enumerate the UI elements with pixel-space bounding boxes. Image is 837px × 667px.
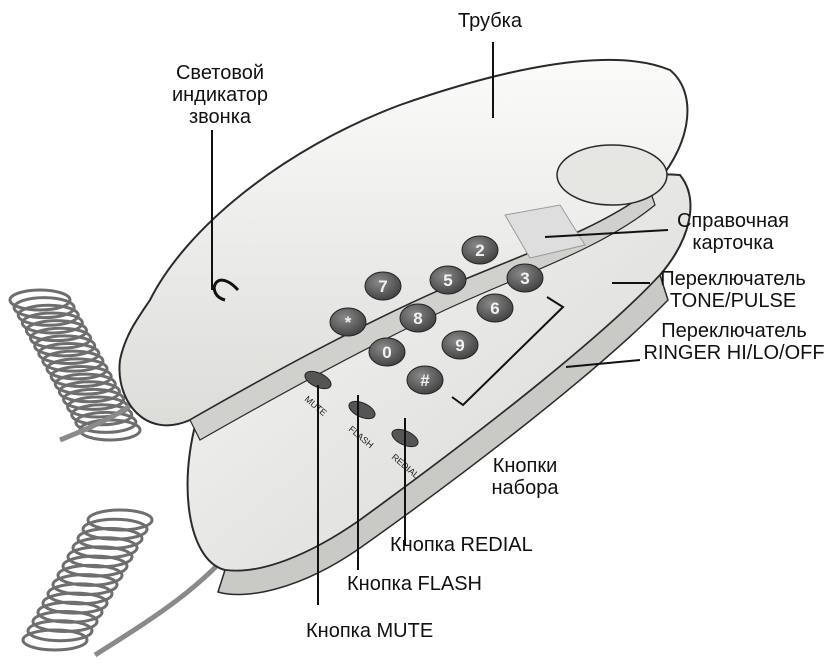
label-mute: Кнопка MUTE xyxy=(306,620,433,642)
dial-key-8[interactable]: 8 xyxy=(400,304,436,332)
dial-key-2[interactable]: 2 xyxy=(462,236,498,264)
label-handset: Трубка xyxy=(420,10,560,32)
dial-key-label: # xyxy=(420,371,430,390)
dial-key-0[interactable]: 0 xyxy=(369,338,405,366)
dial-key-label: 5 xyxy=(443,271,452,290)
dial-key-label: 6 xyxy=(490,299,499,318)
dial-key-hash[interactable]: # xyxy=(407,366,443,394)
dial-key-3[interactable]: 3 xyxy=(507,264,543,292)
dial-key-label: 0 xyxy=(382,343,391,362)
dial-key-star[interactable]: * xyxy=(330,308,366,336)
label-reference-card: Справочная карточка xyxy=(668,210,798,254)
dial-key-label: 9 xyxy=(455,336,464,355)
dial-key-label: 2 xyxy=(475,241,484,260)
dial-key-label: 7 xyxy=(378,277,387,296)
label-ring-indicator: Световой индикатор звонка xyxy=(140,62,300,128)
label-dial-buttons: Кнопки набора xyxy=(470,455,580,499)
earpiece xyxy=(557,145,667,205)
dial-key-label: 3 xyxy=(520,269,529,288)
label-redial: Кнопка REDIAL xyxy=(390,534,533,556)
dial-key-7[interactable]: 7 xyxy=(365,272,401,300)
dial-key-label: * xyxy=(345,313,352,332)
label-flash: Кнопка FLASH xyxy=(347,573,482,595)
dial-key-6[interactable]: 6 xyxy=(477,294,513,322)
dial-key-label: 8 xyxy=(413,309,422,328)
label-ringer: Переключатель RINGER HI/LO/OFF xyxy=(634,320,834,364)
dial-key-5[interactable]: 5 xyxy=(430,266,466,294)
label-tone-pulse: Переключатель TONE/PULSE xyxy=(648,268,818,312)
dial-key-9[interactable]: 9 xyxy=(442,331,478,359)
